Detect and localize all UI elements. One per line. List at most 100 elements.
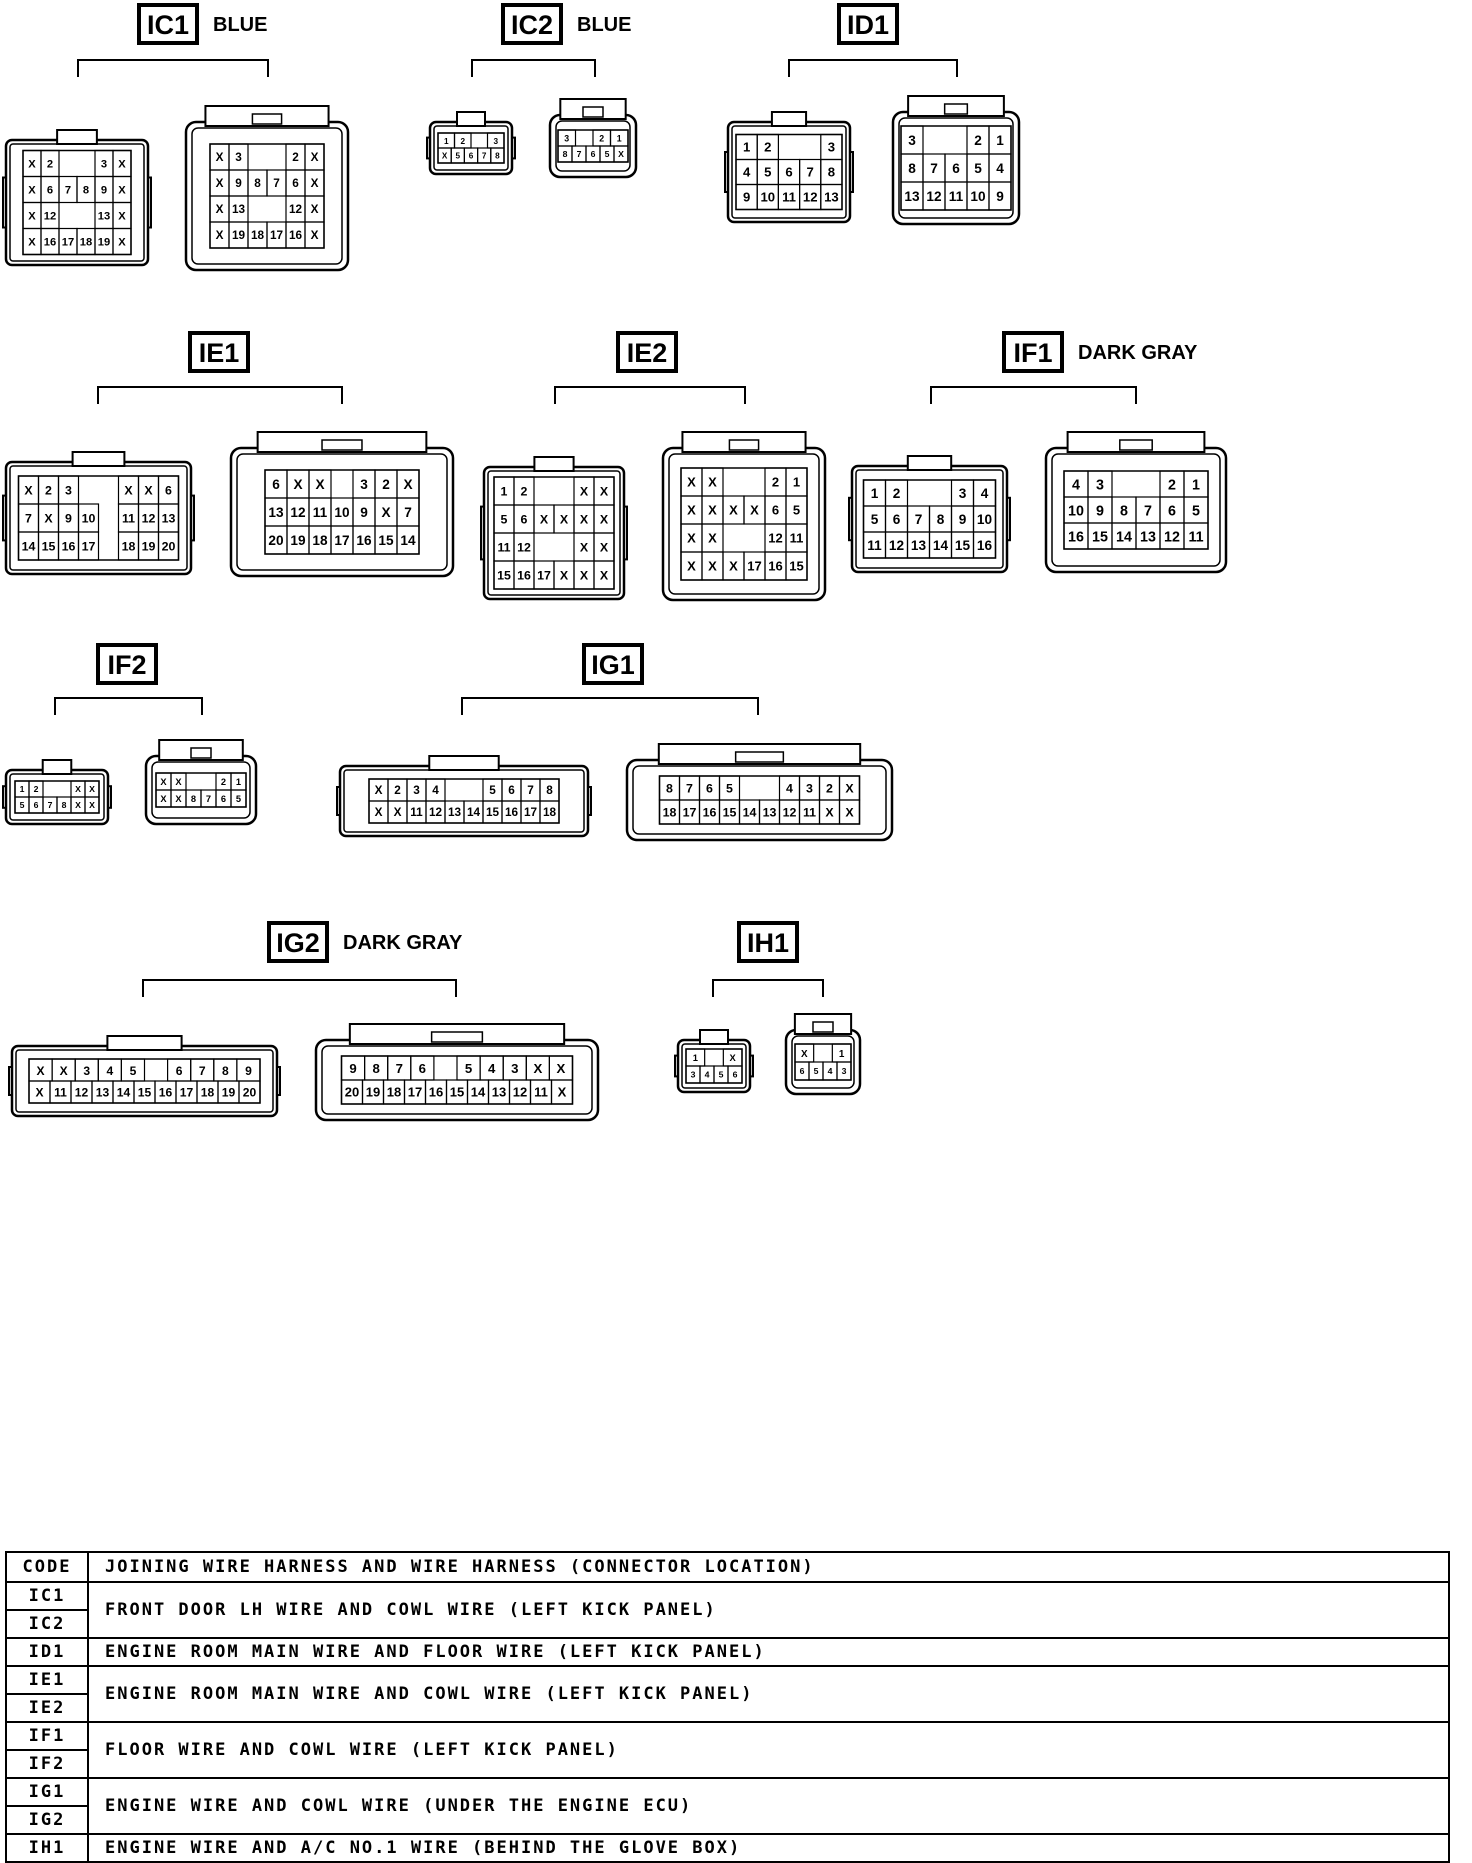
pin-label: 13 xyxy=(98,210,110,222)
pin-label: 7 xyxy=(206,794,211,804)
pin-label: 12 xyxy=(142,511,156,525)
pin-label: 16 xyxy=(62,539,76,553)
pin-label: 18 xyxy=(543,806,557,819)
pin-label: X xyxy=(801,1049,808,1060)
pin-label: X xyxy=(118,236,126,248)
pin-label: 20 xyxy=(243,1086,257,1100)
connector-code-box xyxy=(267,921,329,963)
pin-label: 2 xyxy=(826,781,833,795)
pin-label: 12 xyxy=(513,1085,527,1100)
pin-label: 13 xyxy=(448,806,462,819)
pin-label: 11 xyxy=(1188,529,1203,545)
pin-label: 8 xyxy=(83,184,89,196)
pin-label: X xyxy=(311,229,319,242)
pin-label: 6 xyxy=(800,1066,805,1076)
pin-label: X xyxy=(845,781,854,795)
pin-label: 7 xyxy=(273,177,280,190)
legend-code: IE2 xyxy=(5,1693,89,1723)
connector-code-label: IC2 xyxy=(511,10,553,40)
pin-label: 4 xyxy=(488,1061,496,1076)
pin-label: 5 xyxy=(974,161,982,176)
pin-label: X xyxy=(124,483,133,497)
pin-label: 6 xyxy=(176,1064,183,1078)
pin-label: 4 xyxy=(828,1066,833,1076)
connector-bracket xyxy=(461,697,759,715)
pin-label: 12 xyxy=(803,190,818,205)
connector-bracket xyxy=(142,979,457,997)
pin-label: 5 xyxy=(130,1064,137,1078)
pin-label: X xyxy=(729,503,738,518)
pin-label: 19 xyxy=(222,1086,236,1100)
legend-header-code: CODE xyxy=(5,1551,89,1583)
pin-label: 16 xyxy=(977,538,993,553)
legend-code: IF1 xyxy=(5,1721,89,1751)
pin-label: 6 xyxy=(952,161,960,176)
pin-label: 11 xyxy=(54,1086,67,1100)
pin-label: 2 xyxy=(292,151,299,164)
pin-label: X xyxy=(175,794,182,804)
pin-label: X xyxy=(311,177,319,190)
pin-label: 3 xyxy=(691,1070,696,1080)
pin-label: 2 xyxy=(221,777,226,787)
pin-label: 10 xyxy=(970,189,986,204)
pin-label: 11 xyxy=(782,190,796,205)
pin-label: X xyxy=(442,151,448,160)
pin-label: X xyxy=(580,540,589,554)
pin-label: X xyxy=(375,784,383,797)
pin-label: X xyxy=(600,540,609,554)
connector-bracket xyxy=(54,697,203,715)
pin-label: X xyxy=(24,483,33,497)
pin-label: 1 xyxy=(444,137,449,146)
connector-code-label: IF1 xyxy=(1013,338,1052,368)
connector-legend-table: CODE JOINING WIRE HARNESS AND WIRE HARNE… xyxy=(5,1551,1450,1863)
pin-label: X xyxy=(558,1085,567,1100)
legend-desc: ENGINE WIRE AND COWL WIRE (UNDER THE ENG… xyxy=(87,1777,1450,1835)
pin-label: 14 xyxy=(117,1086,131,1100)
pin-label: 8 xyxy=(937,512,945,527)
pin-label: 18 xyxy=(251,229,265,242)
legend-row: IC2 xyxy=(5,1609,1449,1639)
pin-label: 18 xyxy=(201,1086,215,1100)
pin-label: 7 xyxy=(199,1064,206,1078)
pin-label: 3 xyxy=(360,477,368,492)
pin-label: 9 xyxy=(235,177,242,190)
pin-label: X xyxy=(37,1064,45,1078)
connector-code-label: IE2 xyxy=(627,338,668,368)
pin-label: 14 xyxy=(471,1085,486,1100)
pin-label: 2 xyxy=(34,784,39,794)
legend-header-desc: JOINING WIRE HARNESS AND WIRE HARNESS (C… xyxy=(87,1551,1450,1583)
pin-label: 3 xyxy=(908,133,916,148)
pin-label: 11 xyxy=(497,540,510,554)
pin-label: 17 xyxy=(82,539,96,553)
pin-label: X xyxy=(580,512,589,526)
pin-label: 1 xyxy=(839,1049,845,1060)
pin-label: 4 xyxy=(432,784,439,797)
pin-label: 5 xyxy=(20,800,25,810)
pin-label: 7 xyxy=(527,784,534,797)
pin-label: 2 xyxy=(764,140,771,155)
pin-label: 15 xyxy=(138,1086,152,1100)
pin-label: 20 xyxy=(345,1085,359,1100)
connector-code-box xyxy=(582,643,644,685)
pin-label: 4 xyxy=(786,781,793,795)
pin-label: 2 xyxy=(974,133,982,148)
legend-desc: FLOOR WIRE AND COWL WIRE (LEFT KICK PANE… xyxy=(87,1721,1450,1779)
connector-bracket xyxy=(788,59,958,77)
pin-label: 8 xyxy=(828,165,835,180)
pin-label: 16 xyxy=(1068,529,1084,545)
pin-label: X xyxy=(750,503,759,518)
pin-label: 4 xyxy=(1072,477,1080,493)
pin-label: 10 xyxy=(1068,503,1084,519)
pin-label: 19 xyxy=(98,236,110,248)
pin-label: X xyxy=(28,210,36,222)
pin-label: 17 xyxy=(270,229,284,242)
